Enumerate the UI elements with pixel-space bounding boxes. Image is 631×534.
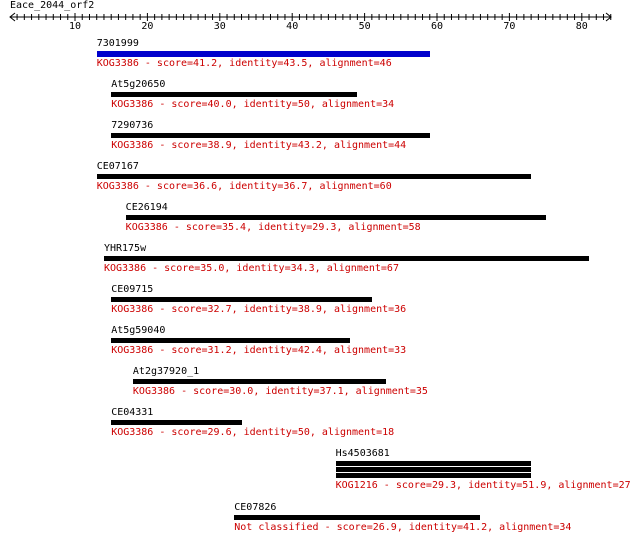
alignment-bar[interactable] <box>125 215 546 220</box>
alignment-bar[interactable] <box>111 338 351 343</box>
tick-label: 20 <box>141 21 153 32</box>
alignment-bar[interactable] <box>111 92 358 97</box>
hit-description: KOG3386 - score=32.7, identity=38.9, ali… <box>111 304 407 315</box>
hit-description: KOG3386 - score=41.2, identity=43.5, ali… <box>96 58 392 69</box>
alignment-bar[interactable] <box>96 51 430 57</box>
hit-name[interactable]: 7290736 <box>111 120 154 131</box>
alignment-bar[interactable] <box>234 515 481 520</box>
hit-name[interactable]: CE26194 <box>125 202 168 213</box>
alignment-bar[interactable] <box>132 379 387 384</box>
tick-label: 80 <box>576 21 588 32</box>
alignment-bar[interactable] <box>335 467 532 472</box>
track-title: Eace_2044_orf2 <box>10 0 95 11</box>
alignment-bar[interactable] <box>111 420 242 425</box>
hit-description: KOG3386 - score=38.9, identity=43.2, ali… <box>111 140 407 151</box>
alignment-bar[interactable] <box>335 461 532 466</box>
tick-label: 70 <box>503 21 515 32</box>
alignment-bar[interactable] <box>96 174 532 179</box>
alignment-bar[interactable] <box>111 297 372 302</box>
hit-name[interactable]: CE07167 <box>96 161 139 172</box>
hit-name[interactable]: 7301999 <box>96 38 139 49</box>
tick-label: 50 <box>359 21 371 32</box>
hit-name[interactable]: CE07826 <box>234 502 277 513</box>
hit-description: KOG3386 - score=40.0, identity=50, align… <box>111 99 395 110</box>
alignment-bar[interactable] <box>103 256 590 261</box>
hit-description: KOG3386 - score=36.6, identity=36.7, ali… <box>96 181 392 192</box>
ruler-axis: 10 20 30 40 50 60 70 80 <box>9 12 612 32</box>
hit-name[interactable]: YHR175w <box>103 243 147 254</box>
hit-description: KOG3386 - score=29.6, identity=50, align… <box>111 427 395 438</box>
hit-description: KOG1216 - score=29.3, identity=51.9, ali… <box>335 480 631 491</box>
hit-name[interactable]: CE09715 <box>111 284 154 295</box>
hit-name[interactable]: At5g59040 <box>111 325 166 336</box>
alignment-bar[interactable] <box>335 473 532 478</box>
tick-label: 60 <box>431 21 443 32</box>
tick-label: 10 <box>69 21 81 32</box>
hit-description: KOG3386 - score=30.0, identity=37.1, ali… <box>132 386 428 397</box>
hit-name[interactable]: Hs4503681 <box>335 448 390 459</box>
hit-name[interactable]: At5g20650 <box>111 79 166 90</box>
hit-description: Not classified - score=26.9, identity=41… <box>234 522 572 533</box>
hit-name[interactable]: At2g37920_1 <box>132 366 200 377</box>
hit-description: KOG3386 - score=35.4, identity=29.3, ali… <box>125 222 421 233</box>
tick-label: 40 <box>286 21 298 32</box>
alignment-bar[interactable] <box>111 133 430 138</box>
tick-label: 30 <box>214 21 226 32</box>
axis-left-arrow <box>9 12 16 22</box>
hit-description: KOG3386 - score=35.0, identity=34.3, ali… <box>103 263 399 274</box>
hit-description: KOG3386 - score=31.2, identity=42.4, ali… <box>111 345 407 356</box>
hit-name[interactable]: CE04331 <box>111 407 154 418</box>
